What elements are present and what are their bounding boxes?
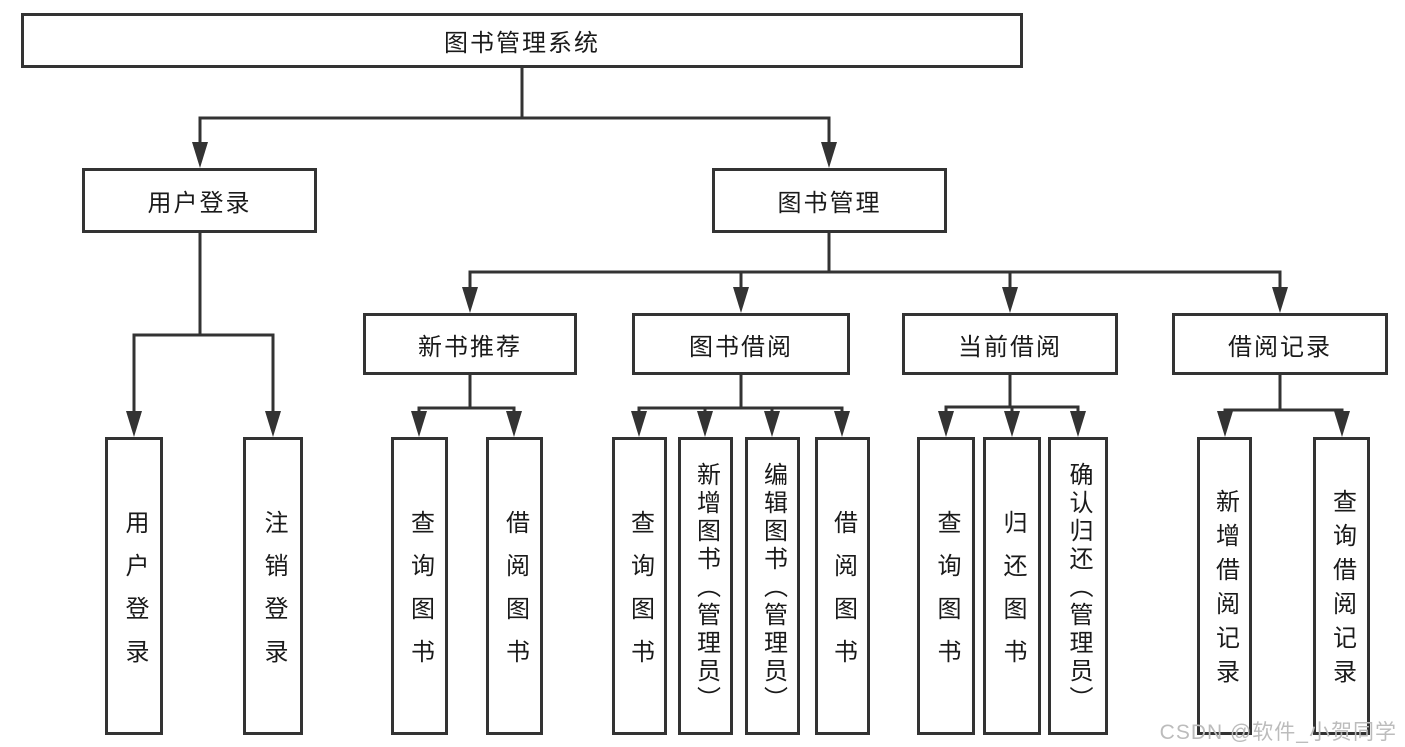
node-label: 图书借阅 xyxy=(689,333,793,361)
leaf-add-books-admin: 新增图书（管理员） xyxy=(678,437,733,735)
leaf-label: 查询图书 xyxy=(933,509,960,682)
leaf-logout: 注销登录 xyxy=(243,437,303,735)
leaf-label: 用户登录 xyxy=(121,509,148,682)
node-label: 图书管理 xyxy=(777,190,882,217)
leaf-label: 编辑图书（管理员） xyxy=(759,462,787,714)
node-user-login: 用户登录 xyxy=(82,168,317,233)
leaf-label: 借阅图书 xyxy=(829,509,857,682)
csdn-watermark: CSDN @软件_小贺同学 xyxy=(1159,721,1397,744)
leaf-label: 注销登录 xyxy=(260,509,287,682)
node-label: 新书推荐 xyxy=(418,333,522,361)
node-current-borrowing: 当前借阅 xyxy=(902,313,1118,375)
leaf-label: 借阅图书 xyxy=(501,509,529,682)
node-book-borrowing: 图书借阅 xyxy=(632,313,850,375)
leaf-query-books-b: 查询图书 xyxy=(612,437,667,735)
node-label: 用户登录 xyxy=(147,190,252,217)
leaf-return-books: 归还图书 xyxy=(983,437,1041,735)
leaf-query-books-a: 查询图书 xyxy=(391,437,448,735)
leaf-confirm-return-admin: 确认归还（管理员） xyxy=(1048,437,1108,735)
leaf-label: 查询图书 xyxy=(626,509,654,682)
leaf-label: 归还图书 xyxy=(999,509,1026,682)
arrowheads xyxy=(126,142,1350,437)
leaf-edit-books-admin: 编辑图书（管理员） xyxy=(745,437,800,735)
leaf-add-borrow-record: 新增借阅记录 xyxy=(1197,437,1252,735)
leaf-query-books-c: 查询图书 xyxy=(917,437,975,735)
node-label: 借阅记录 xyxy=(1228,333,1332,361)
node-book-management: 图书管理 xyxy=(712,168,947,233)
node-label: 图书管理系统 xyxy=(444,30,600,57)
leaf-label: 查询图书 xyxy=(406,509,434,682)
leaf-user-login: 用户登录 xyxy=(105,437,163,735)
leaf-label: 新增图书（管理员） xyxy=(692,462,720,714)
node-new-book-recommendation: 新书推荐 xyxy=(363,313,577,375)
leaf-label: 查询借阅记录 xyxy=(1328,489,1356,693)
leaf-label: 新增借阅记录 xyxy=(1211,489,1239,693)
leaf-label: 确认归还（管理员） xyxy=(1065,462,1092,714)
node-label: 当前借阅 xyxy=(958,333,1062,361)
node-library-management-system: 图书管理系统 xyxy=(21,13,1023,68)
node-borrowing-records: 借阅记录 xyxy=(1172,313,1388,375)
leaf-query-borrow-record: 查询借阅记录 xyxy=(1313,437,1370,735)
leaf-borrow-books-a: 借阅图书 xyxy=(486,437,543,735)
leaf-borrow-books-b: 借阅图书 xyxy=(815,437,870,735)
